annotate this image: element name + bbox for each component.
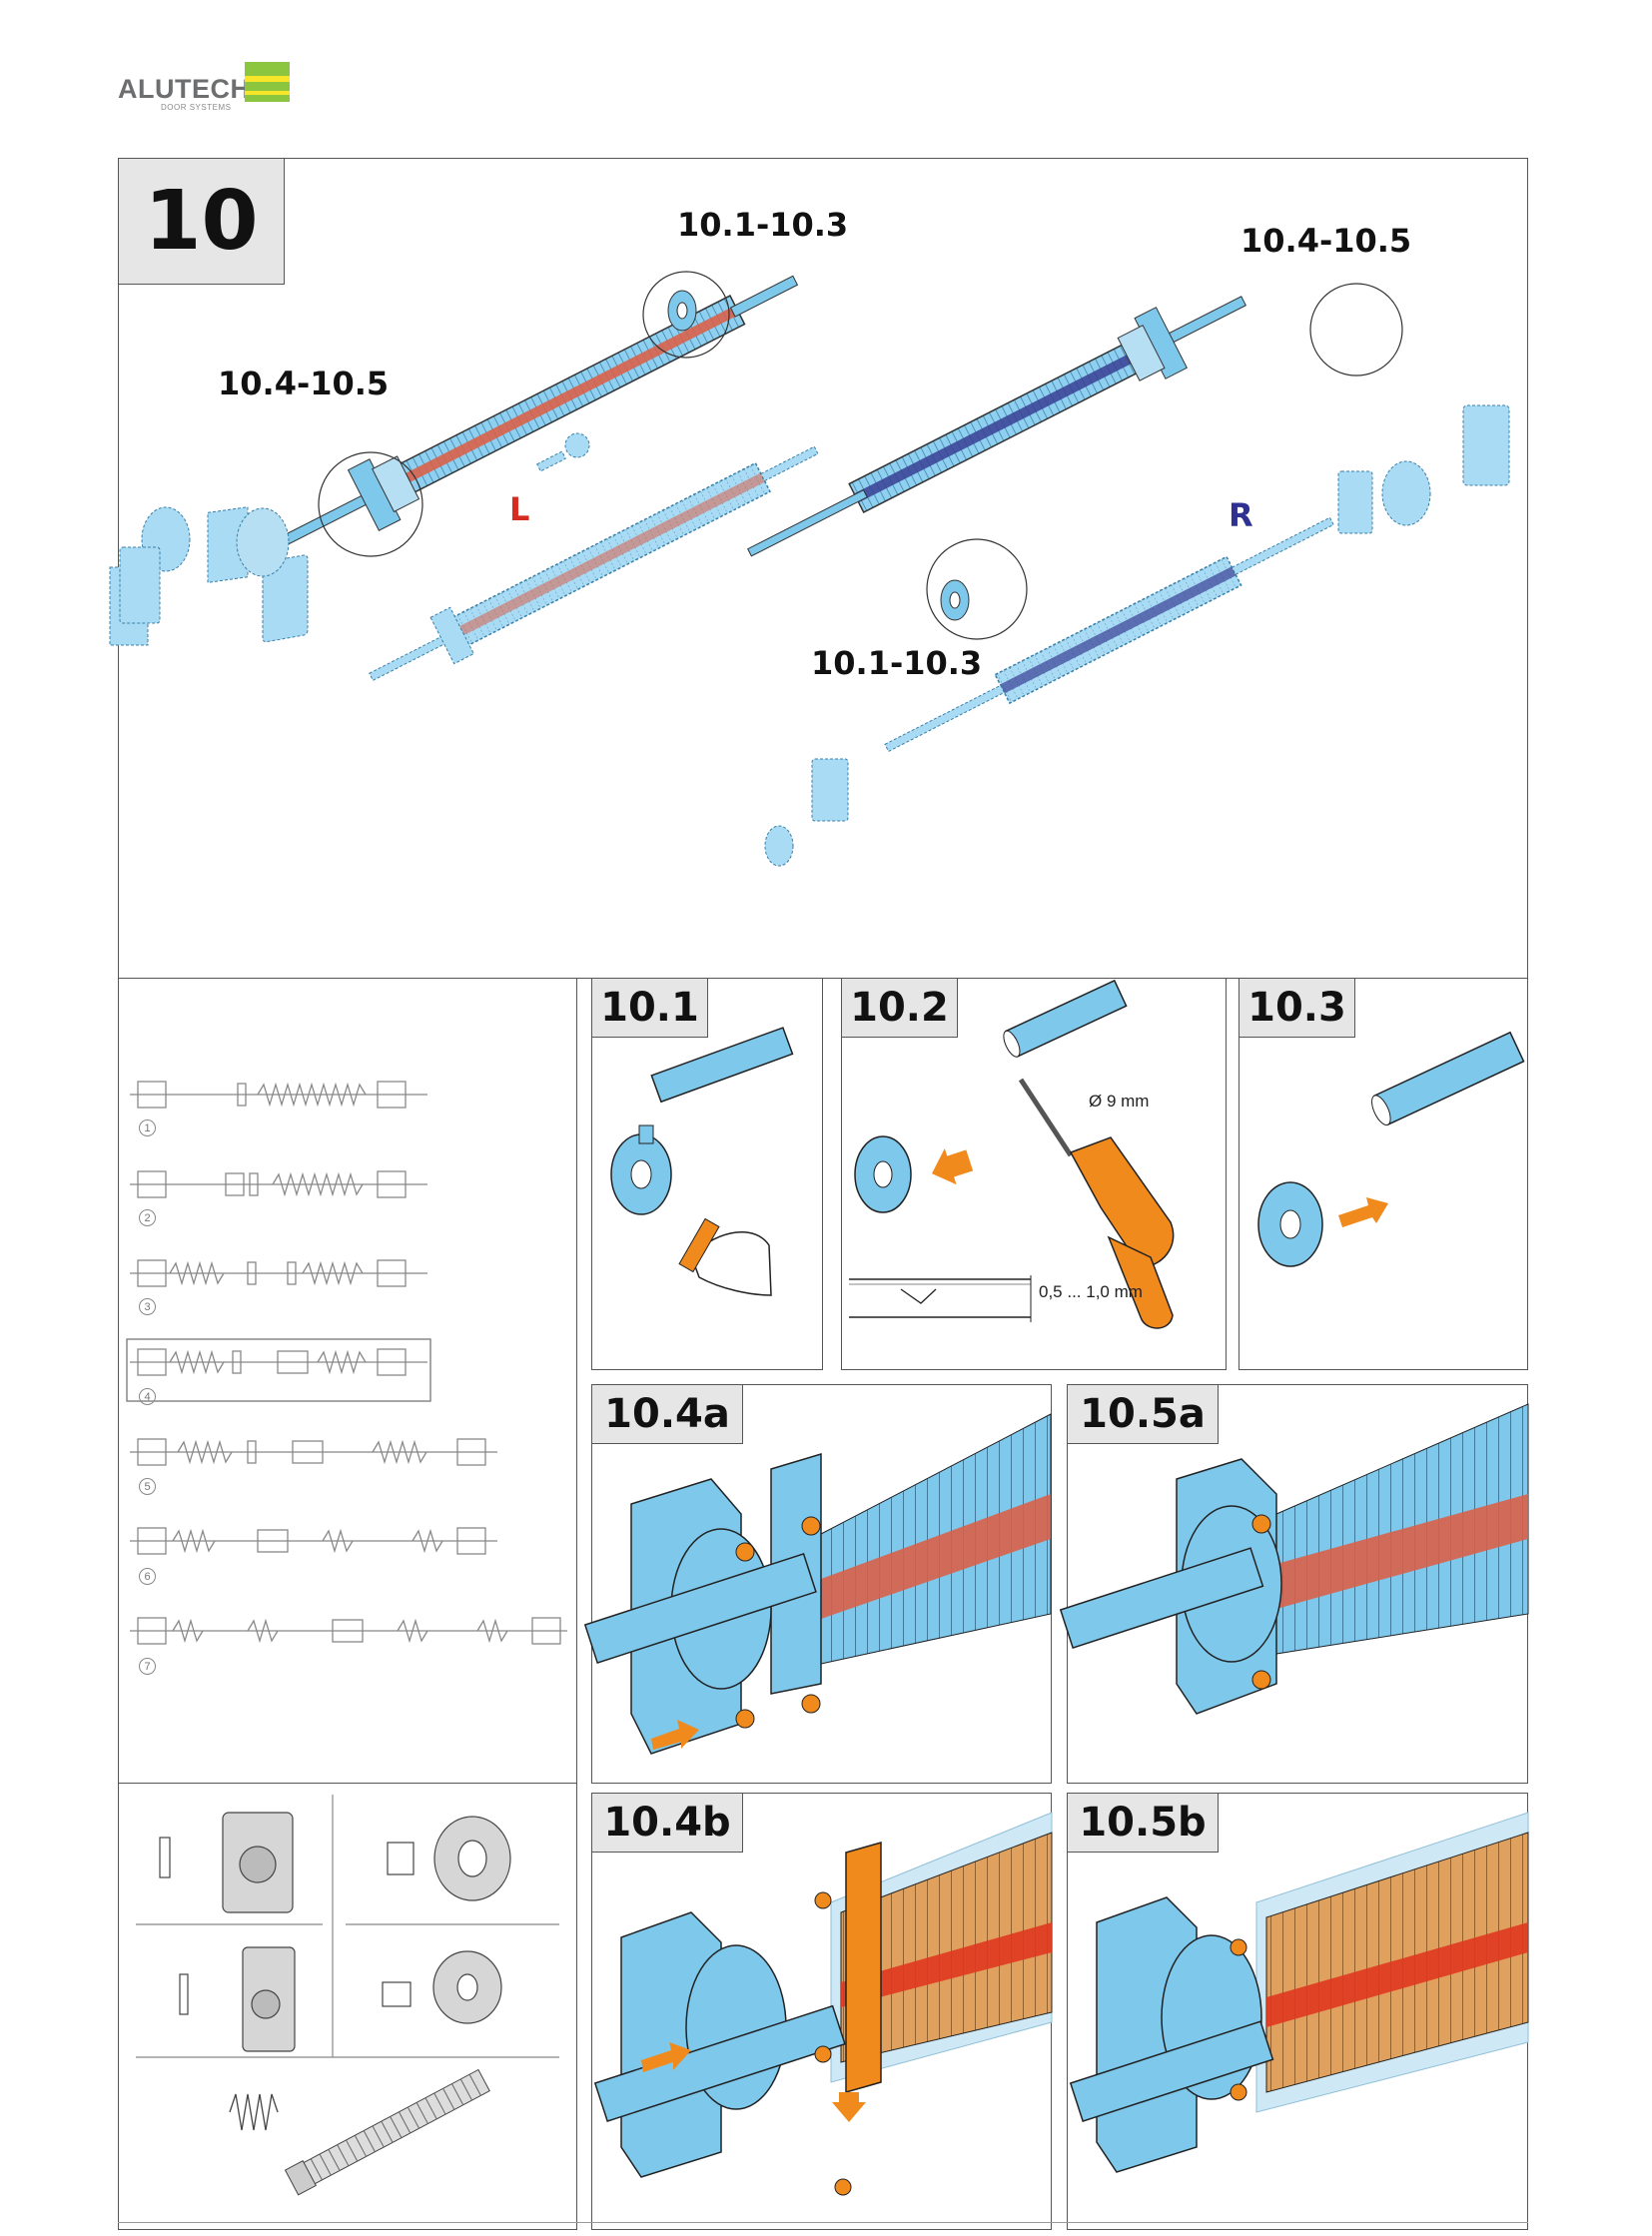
step-number: 10: [118, 158, 285, 285]
substep-10-2-number: 10.2: [841, 978, 958, 1038]
insert-plug-illustration: [1257, 1031, 1525, 1267]
substep-10-5a-number: 10.5a: [1067, 1384, 1219, 1444]
brand-subtitle: DOOR SYSTEMS: [161, 103, 232, 112]
substep-10-3-panel: [1239, 978, 1528, 1370]
step-10-panel: [118, 158, 1528, 979]
variant-number: 4: [139, 1388, 156, 1405]
side-label-left: L: [509, 490, 530, 528]
substep-10-3-number: 10.3: [1239, 978, 1355, 1038]
variant-number: 2: [139, 1209, 156, 1226]
drill-depth-label: 0,5 ... 1,0 mm: [1039, 1282, 1143, 1301]
variant-number: 3: [139, 1298, 156, 1315]
variant-number: 7: [139, 1658, 156, 1675]
variants-panel: [118, 978, 577, 1784]
spring-variants-diagram: [126, 1081, 567, 1645]
plug-wrench-illustration: [610, 1027, 794, 1296]
substep-10-4a-number: 10.4a: [591, 1384, 743, 1444]
drilling-illustration: [849, 979, 1175, 1329]
mount-cone-illustration-a: [583, 1413, 1052, 1755]
variant-number: 6: [139, 1568, 156, 1585]
parts-overview: [136, 1795, 559, 2196]
footer-rule: [118, 2222, 1528, 2223]
variant-number: 5: [139, 1478, 156, 1495]
substep-10-1-number: 10.1: [591, 978, 708, 1038]
spring-assembly-illustration: [109, 271, 1510, 867]
brand-name: ALUTECH: [118, 74, 251, 104]
callout-right-end: 10.1-10.3: [811, 644, 983, 682]
callout-left-top: 10.4-10.5: [218, 365, 390, 402]
substep-10-4b-number: 10.4b: [591, 1793, 743, 1853]
mounted-cone-illustration-b: [1069, 1812, 1529, 2173]
brand-logo-icon: [245, 62, 290, 102]
substep-10-5b-number: 10.5b: [1067, 1793, 1219, 1853]
callout-left-end: 10.1-10.3: [677, 206, 849, 244]
mounted-cone-illustration-a: [1059, 1403, 1529, 1715]
drill-diameter-label: Ø 9 mm: [1089, 1092, 1150, 1111]
callout-right-top: 10.4-10.5: [1240, 222, 1412, 260]
side-label-right: R: [1229, 496, 1253, 534]
variant-number: 1: [139, 1119, 156, 1136]
mount-cone-illustration-b: [593, 1812, 1053, 2196]
